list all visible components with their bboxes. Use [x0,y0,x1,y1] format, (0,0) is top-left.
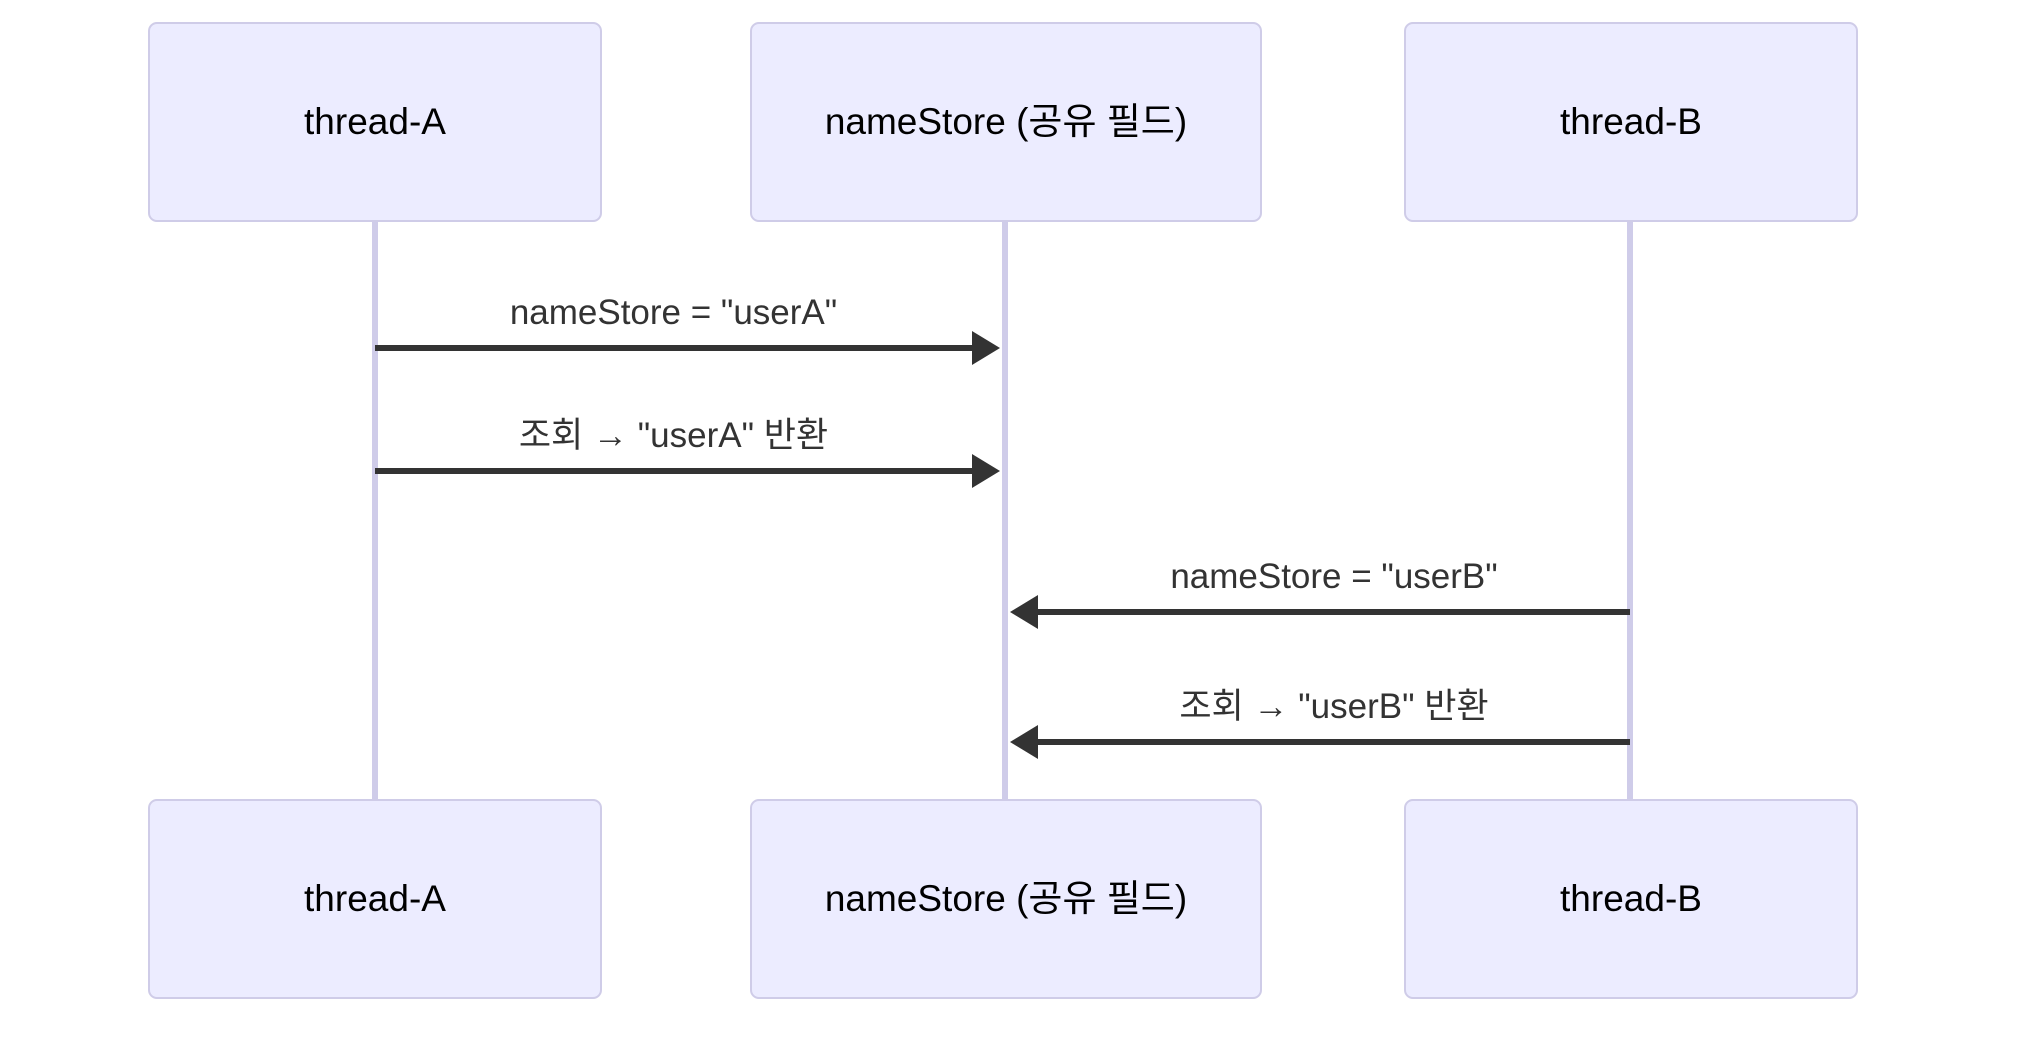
actor-box-top-thread-b[interactable]: thread-B [1404,22,1858,222]
actor-label-name-store-top: nameStore (공유 필드) [824,100,1188,142]
message-3-label: nameStore = "userB" [1170,557,1498,596]
actor-box-top-name-store[interactable]: nameStore (공유 필드) [750,22,1262,222]
message-4-line [1038,739,1630,745]
message-1-line [375,345,972,351]
message-1-label: nameStore = "userA" [509,293,838,332]
actor-box-bottom-thread-b[interactable]: thread-B [1404,799,1858,999]
actor-box-top-thread-a[interactable]: thread-A [148,22,602,222]
actor-label-name-store-bottom: nameStore (공유 필드) [824,877,1188,919]
arrowhead-left-icon [1010,595,1038,629]
actor-label-thread-b-bottom: thread-B [1560,877,1702,919]
message-4-label: 조회 → "userB" 반환 [1179,687,1489,726]
actor-box-bottom-thread-a[interactable]: thread-A [148,799,602,999]
actor-box-bottom-name-store[interactable]: nameStore (공유 필드) [750,799,1262,999]
actor-label-thread-a-bottom: thread-A [304,877,446,919]
arrowhead-right-icon [972,331,1000,365]
actor-label-thread-b-top: thread-B [1560,100,1702,142]
message-3-line [1038,609,1630,615]
actor-label-thread-a-top: thread-A [304,100,446,142]
lifeline-thread-b [1627,222,1633,799]
lifeline-thread-a [372,222,378,799]
arrowhead-right-icon [972,454,1000,488]
message-2-label: 조회 → "userA" 반환 [518,416,829,455]
lifeline-name-store [1002,222,1008,799]
arrowhead-left-icon [1010,725,1038,759]
message-2-line [375,468,972,474]
